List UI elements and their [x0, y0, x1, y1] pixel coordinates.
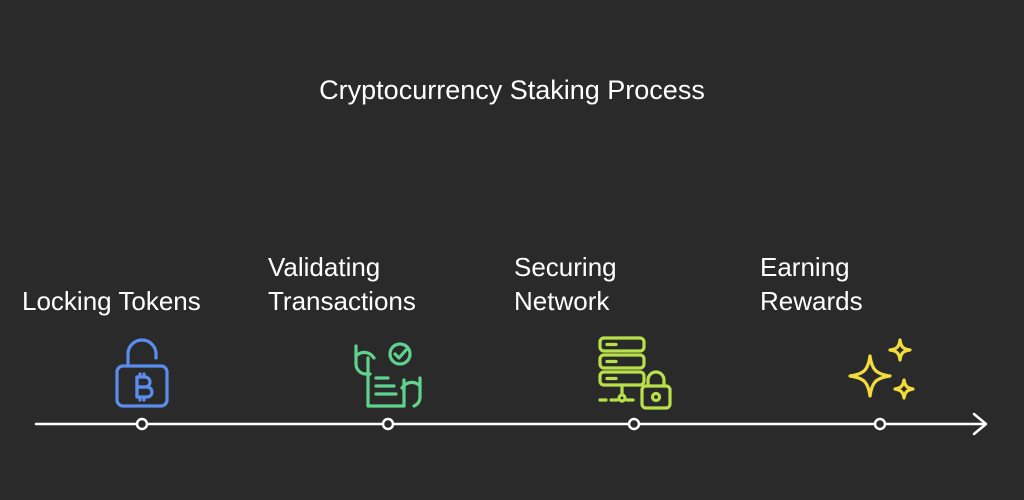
timeline-marker-3	[627, 417, 641, 431]
step-3-label-container: Securing Network	[514, 246, 754, 318]
timeline-arrow-head	[972, 412, 988, 436]
sparkles-icon	[848, 338, 915, 400]
diagram-title: Cryptocurrency Staking Process	[319, 75, 705, 105]
padlock-bitcoin-icon	[115, 338, 169, 408]
timeline-marker-1	[135, 417, 149, 431]
step-2-label-container: Validating Transactions	[268, 246, 508, 318]
timeline-marker-4	[873, 417, 887, 431]
step-1-label: Locking Tokens	[22, 286, 201, 316]
timeline-marker-2	[381, 417, 395, 431]
server-lock-icon	[598, 336, 672, 410]
step-2-label: Validating Transactions	[268, 252, 416, 316]
document-check-icon	[354, 342, 422, 408]
step-1-label-container: Locking Tokens	[22, 246, 262, 318]
step-4-label-container: Earning Rewards	[760, 246, 1000, 318]
step-3-label: Securing Network	[514, 252, 617, 316]
step-4-label: Earning Rewards	[760, 252, 863, 316]
